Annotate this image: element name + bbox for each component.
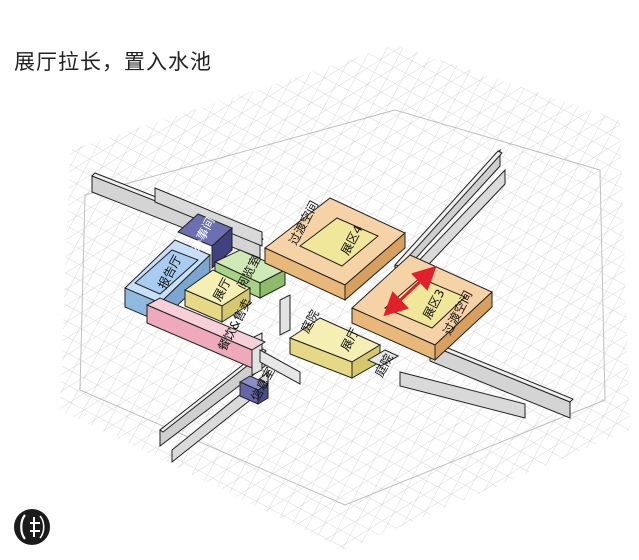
brand-logo-icon <box>12 507 52 547</box>
